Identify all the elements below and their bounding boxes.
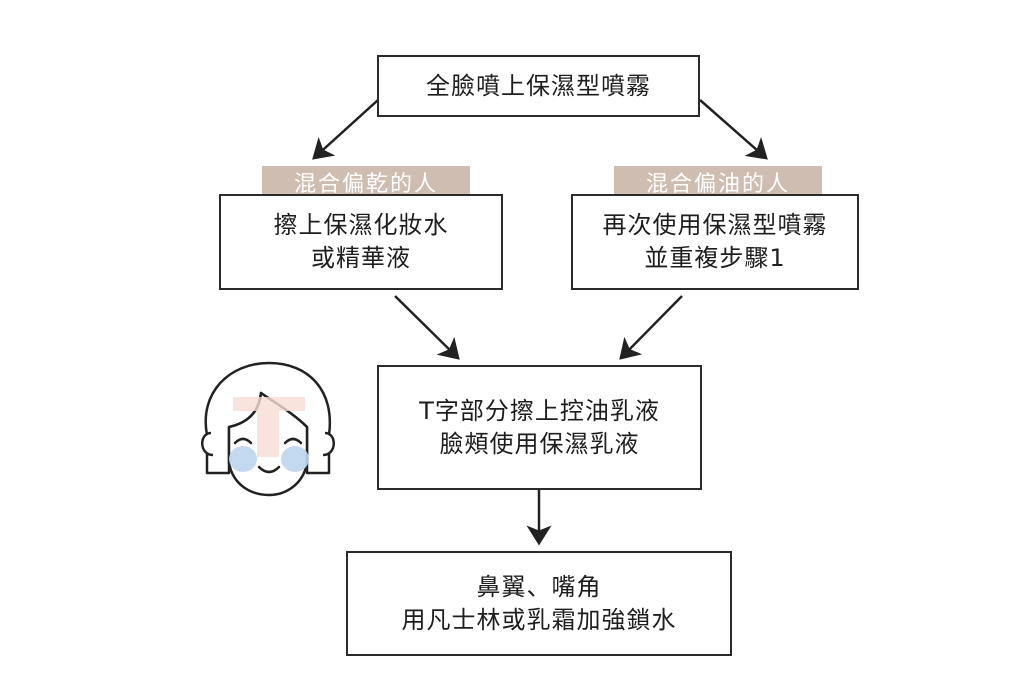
- oily-skin-step-box: 再次使用保濕型噴霧 並重複步驟1: [571, 194, 859, 290]
- step-spray-text: 全臉噴上保濕型噴霧: [426, 71, 651, 100]
- arrow-top-to-right: [699, 99, 768, 160]
- arrow-right-to-middle: [619, 295, 683, 360]
- lock-moisture-line-2: 用凡士林或乳霜加強鎖水: [401, 605, 677, 634]
- dry-skin-step-box: 擦上保濕化妝水 或精華液: [219, 194, 503, 290]
- oily-skin-step-line-1: 再次使用保濕型噴霧: [602, 211, 828, 239]
- smiling-girl-face-icon: [201, 361, 335, 497]
- oily-skin-step-line-2: 並重複步驟1: [644, 244, 786, 272]
- arrow-left-to-middle: [394, 295, 460, 360]
- lock-moisture-step-box: 鼻翼、嘴角 用凡士林或乳霜加強鎖水: [346, 551, 732, 656]
- lotion-step-line-1: T字部分擦上控油乳液: [419, 396, 660, 425]
- lotion-step-line-2: 臉頰使用保濕乳液: [439, 429, 640, 458]
- left-branch-tag: 混合偏乾的人: [262, 166, 470, 198]
- right-branch-tag: 混合偏油的人: [614, 166, 822, 198]
- lock-moisture-line-1: 鼻翼、嘴角: [476, 572, 602, 601]
- step-spray-box: 全臉噴上保濕型噴霧: [377, 55, 700, 117]
- dry-skin-step-line-1: 擦上保濕化妝水: [273, 211, 449, 239]
- lotion-step-box: T字部分擦上控油乳液 臉頰使用保濕乳液: [377, 365, 702, 490]
- dry-skin-step-line-2: 或精華液: [311, 244, 411, 272]
- arrow-top-to-left: [312, 99, 379, 160]
